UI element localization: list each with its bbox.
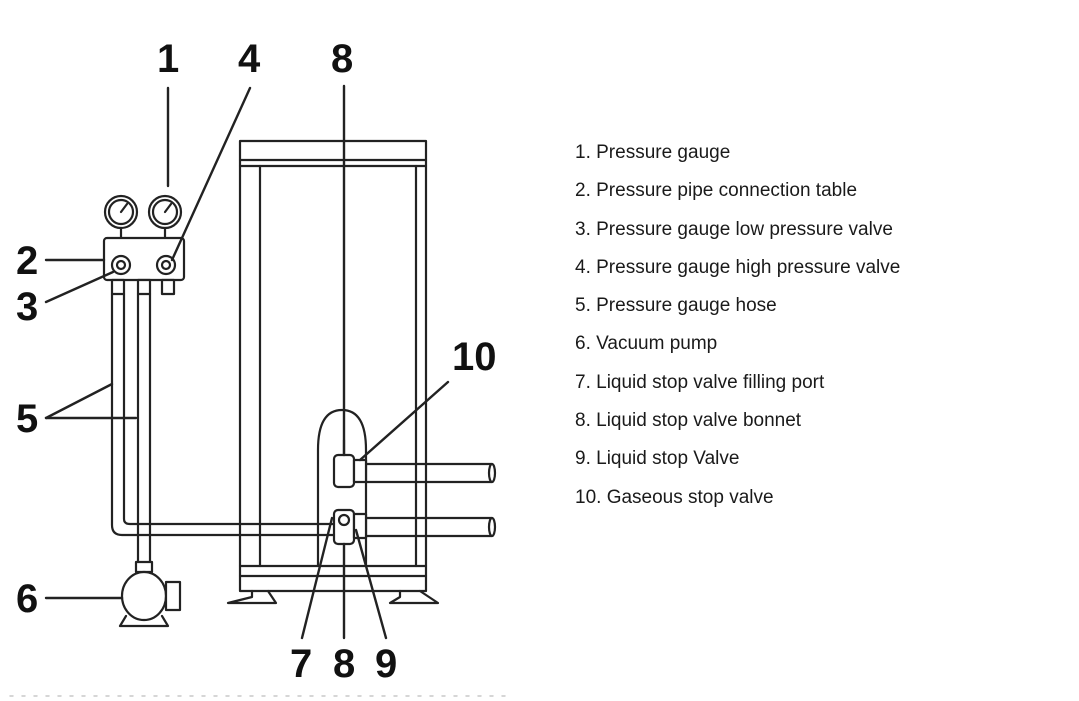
callout-4: 4 [238,37,261,81]
legend-item-3: 3. Pressure gauge low pressure valve [575,218,893,240]
legend-item-8: 8. Liquid stop valve bonnet [575,410,802,432]
callout-5: 5 [16,397,38,441]
callout-1: 1 [157,37,179,81]
callout-8-top: 8 [331,37,353,81]
leader-lines [44,84,450,640]
legend-item-10: 10. Gaseous stop valve [575,486,774,508]
manifold-gauge-set [102,194,186,296]
legend-item-6: 6. Vacuum pump [575,333,718,355]
vacuum-pump [118,560,182,628]
callout-2: 2 [16,239,38,283]
gaseous-stop-valve [332,438,497,489]
legend-item-2: 2. Pressure pipe connection table [575,180,858,202]
callout-8-bottom: 8 [333,642,355,686]
legend-item-5: 5. Pressure gauge hose [575,295,777,317]
callout-3: 3 [16,285,38,329]
legend-item-4: 4. Pressure gauge high pressure valve [575,256,901,278]
callout-6: 6 [16,577,38,621]
legend-item-7: 7. Liquid stop valve filling port [575,371,825,393]
legend-item-9: 9. Liquid stop Valve [575,448,740,470]
callout-9: 9 [375,642,397,686]
component-legend: 1. Pressure gauge 2. Pressure pipe conne… [575,140,900,523]
pressure-gauge-hoses [110,292,336,564]
liquid-stop-valve [332,508,497,546]
callout-7: 7 [290,642,312,686]
legend-item-1: 1. Pressure gauge [575,142,731,163]
callout-10: 10 [452,335,497,379]
